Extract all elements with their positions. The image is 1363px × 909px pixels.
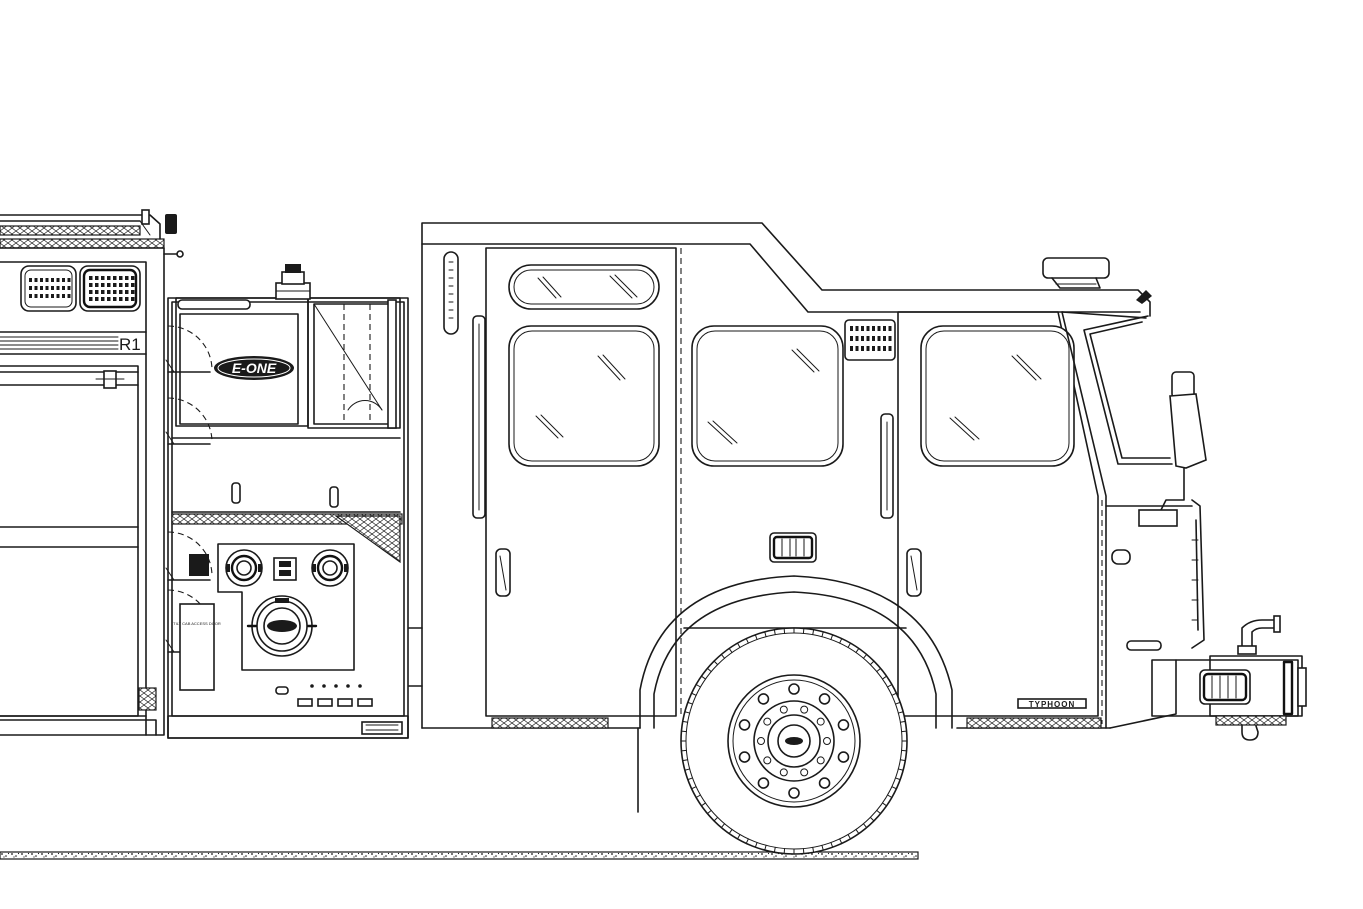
rear-body: R1 — [0, 209, 184, 736]
rear-light-module-2 — [79, 265, 141, 312]
front-bumper — [1151, 615, 1307, 741]
pump-intake — [246, 595, 318, 657]
crew-cab: TYPHOON — [408, 222, 1207, 729]
window-glare — [535, 274, 1042, 445]
light-bar-icon — [1042, 257, 1110, 289]
hook-icon — [1241, 724, 1259, 741]
svg-text:E-ONE: E-ONE — [232, 360, 277, 376]
discharge-outlet-right — [311, 549, 349, 587]
front-cab-door: TYPHOON — [897, 311, 1102, 729]
placard-text: TILT CAB ACCESS DOOR — [173, 621, 221, 626]
front-wheel-assembly — [637, 575, 953, 855]
rear-light-module-1 — [20, 265, 77, 312]
rear-crew-door — [485, 247, 682, 729]
ground-line — [0, 851, 919, 860]
panel-controls — [275, 684, 373, 707]
model-badge: TYPHOON — [1029, 700, 1076, 709]
beacon-icon — [275, 264, 311, 300]
discharge-outlet-left — [225, 549, 263, 587]
brand-logo: E-ONE — [214, 356, 294, 380]
side-mirror — [1159, 371, 1207, 513]
compartment-label: R1 — [119, 335, 141, 354]
pump-panel: E-ONE — [165, 264, 409, 739]
